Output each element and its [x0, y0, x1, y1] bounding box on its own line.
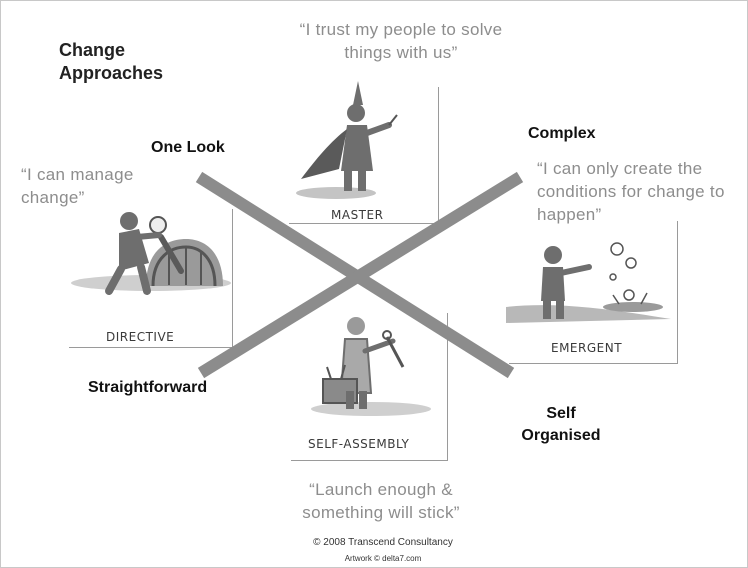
- quote-master: “I trust my people to solve things with …: [299, 20, 503, 62]
- quote-emergent: “I can only create the conditions for ch…: [537, 159, 725, 224]
- caption-directive: DIRECTIVE: [106, 330, 175, 344]
- emergent-panel-right-border: [677, 221, 678, 363]
- axis-label-straightforward: Straightforward: [88, 379, 208, 396]
- directive-panel-right-border: [232, 209, 233, 347]
- axis-label-complex: Complex: [528, 125, 596, 142]
- caption-master: MASTER: [331, 208, 384, 222]
- axis-label-one-look: One Look: [151, 139, 225, 156]
- diagram-title: Change Approaches: [59, 40, 164, 83]
- wizard-figure-icon: [296, 81, 398, 199]
- axis-label-self-organised: Self Organised: [521, 405, 601, 444]
- toolbox-figure-icon: [311, 317, 431, 416]
- emergent-panel-bottom-border: [509, 363, 678, 364]
- caption-self-assembly: SELF-ASSEMBLY: [308, 437, 410, 451]
- quote-self-assembly: “Launch enough & something will stick”: [302, 480, 460, 522]
- caption-emergent: EMERGENT: [551, 341, 623, 355]
- copyright-credit: © 2008 Transcend Consultancy: [313, 537, 453, 548]
- artwork-credit: Artwork © delta7.com: [344, 554, 422, 563]
- master-panel-bottom-border: [289, 223, 439, 224]
- change-approaches-cross: [195, 171, 524, 379]
- lever-figure-icon: [71, 212, 231, 295]
- sprouting-figure-icon: [506, 242, 671, 323]
- selfassembly-panel-right-border: [447, 313, 448, 461]
- quote-directive: “I can manage change”: [21, 165, 134, 207]
- directive-panel-bottom-border: [69, 347, 233, 348]
- selfassembly-panel-bottom-border: [291, 460, 448, 461]
- master-panel-right-border: [438, 87, 439, 223]
